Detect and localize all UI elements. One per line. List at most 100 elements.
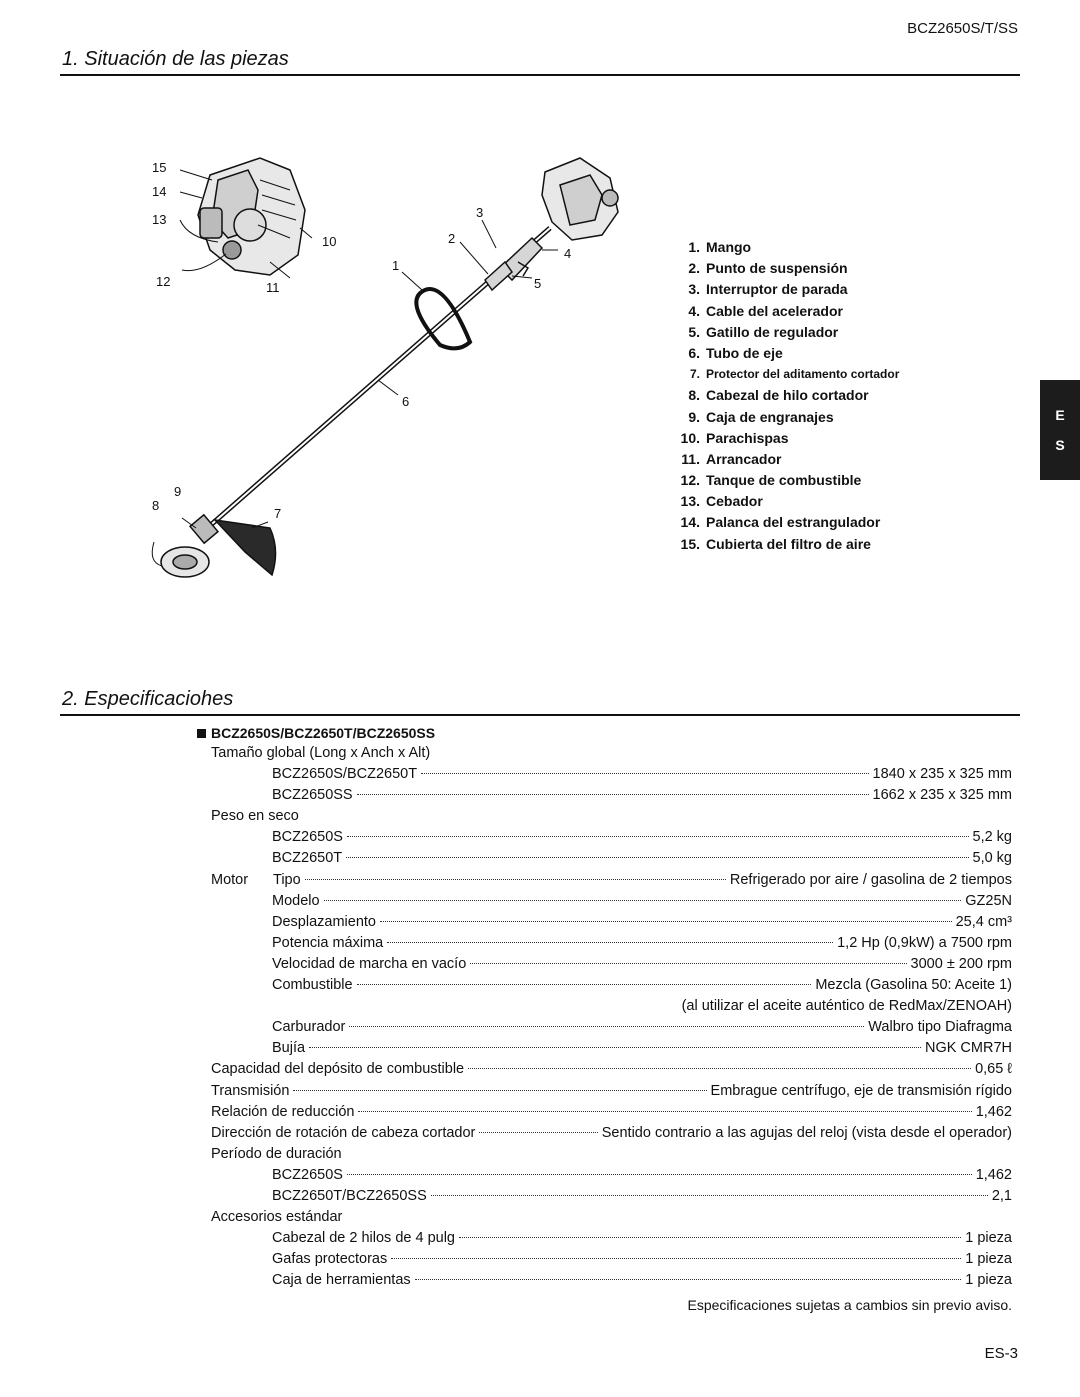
spec-label: Relación de reducción	[211, 1103, 355, 1120]
trimmer-illustration	[151, 157, 619, 578]
dot-leader	[346, 836, 969, 838]
callout-15: 15	[152, 160, 167, 175]
spec-label: Período de duración	[211, 1145, 342, 1162]
callout-5: 5	[534, 276, 542, 291]
dot-leader	[470, 962, 907, 964]
spec-label: Gafas protectoras	[272, 1251, 388, 1268]
spec-value: 1 pieza	[965, 1230, 1012, 1247]
spec-value: Embrague centrífugo, eje de transmisión …	[710, 1082, 1012, 1099]
spec-label: Caja de herramientas	[272, 1272, 411, 1289]
spec-value: 1,462	[975, 1103, 1012, 1120]
spec-row: Cabezal de 2 hilos de 4 pulg 1 pieza	[211, 1228, 1012, 1249]
dot-leader	[323, 899, 962, 901]
spec-label: Velocidad de marcha en vacío	[272, 955, 467, 972]
spec-value: Walbro tipo Diafragma	[868, 1019, 1012, 1036]
section-title-specifications: 2. Especificaciohes	[62, 688, 234, 710]
spec-label: BCZ2650T	[272, 850, 343, 867]
dot-leader	[293, 1089, 707, 1091]
spec-value: Mezcla (Gasolina 50: Aceite 1)	[815, 977, 1012, 994]
parts-legend-item: 3.Interruptor de parada	[688, 281, 848, 298]
callout-8: 8	[152, 498, 160, 513]
spec-label: Peso en seco	[211, 808, 299, 825]
parts-legend-item: 11.Arrancador	[681, 450, 782, 467]
spec-value: 1,2 Hp (0,9kW) a 7500 rpm	[837, 934, 1012, 951]
callout-7: 7	[274, 506, 282, 521]
specifications-rows: Tamaño global (Long x Anch x Alt) BCZ2650…	[211, 743, 1012, 1291]
dot-leader	[346, 1173, 972, 1175]
section-title-parts-location: 1. Situación de las piezas	[62, 48, 289, 70]
callout-4: 4	[564, 246, 572, 261]
parts-legend-item: 7.Protector del aditamento cortador	[689, 367, 900, 382]
dot-leader	[421, 773, 869, 775]
engine-callout-leaders	[179, 169, 313, 279]
spec-label: Bujía	[272, 1040, 306, 1057]
spec-value: 2,1	[991, 1187, 1012, 1204]
section-rule	[60, 714, 1020, 716]
spec-row: BCZ2650T/BCZ2650SS 2,1	[211, 1186, 1012, 1207]
spec-value: 1840 x 235 x 325 mm	[872, 766, 1012, 783]
throttle-handle-drawing	[484, 236, 544, 292]
side-tab-letter: E	[1055, 407, 1065, 423]
spec-value: GZ25N	[965, 892, 1012, 909]
spec-row: Carburador Walbro tipo Diafragma	[211, 1017, 1012, 1038]
spec-value: 5,2 kg	[972, 829, 1013, 846]
spec-label: BCZ2650S/BCZ2650T	[272, 766, 418, 783]
spec-row: Accesorios estándar	[211, 1207, 1012, 1228]
parts-legend-item: 4.Cable del acelerador	[688, 302, 843, 319]
page-number: ES-3	[984, 1345, 1018, 1362]
parts-legend-item: 9.Caja de engranajes	[688, 408, 834, 425]
spec-row: Dirección de rotación de cabeza cortador…	[211, 1123, 1012, 1144]
spec-label: Carburador	[272, 1019, 346, 1036]
language-side-tab: E S	[1040, 380, 1080, 480]
bullet-square-icon	[197, 729, 206, 738]
spec-label: Combustible	[272, 977, 353, 994]
spec-row: Peso en seco	[211, 806, 1012, 827]
callout-1: 1	[392, 258, 400, 273]
spec-row: Transmisión Embrague centrífugo, eje de t…	[211, 1081, 1012, 1102]
spec-label: Capacidad del depósito de combustible	[211, 1061, 465, 1078]
callout-9: 9	[174, 484, 182, 499]
spec-value: 1 pieza	[965, 1272, 1012, 1289]
trimmer-parts-diagram: 15 14 13 12 11 10 1 2 3 4 5 6 7 8 9	[140, 150, 630, 600]
spec-label: Dirección de rotación de cabeza cortador	[211, 1124, 476, 1141]
parts-legend-item: 8.Cabezal de hilo cortador	[688, 387, 869, 404]
spec-value: 1,462	[975, 1166, 1012, 1183]
parts-legend-item: 14.Palanca del estrangulador	[680, 514, 881, 531]
spec-row: Combustible Mezcla (Gasolina 50: Aceite 1…	[211, 975, 1012, 996]
spec-value: 3000 ± 200 rpm	[910, 955, 1012, 972]
parts-legend-item: 13.Cebador	[680, 493, 763, 510]
spec-label: BCZ2650T/BCZ2650SS	[272, 1187, 427, 1204]
trimmer-engine-drawing	[541, 157, 619, 241]
callout-3: 3	[476, 205, 484, 220]
spec-row: Tamaño global (Long x Anch x Alt)	[211, 743, 1012, 764]
side-tab-letter: S	[1055, 437, 1065, 453]
dot-leader	[309, 1047, 921, 1049]
dot-leader	[459, 1237, 962, 1239]
dot-leader	[479, 1131, 598, 1133]
spec-label: Transmisión	[211, 1082, 290, 1099]
callout-6: 6	[402, 394, 410, 409]
dot-leader	[387, 941, 834, 943]
spec-label: Cabezal de 2 hilos de 4 pulg	[272, 1230, 455, 1247]
callout-2: 2	[448, 231, 456, 246]
spec-group-label: Motor	[211, 871, 249, 888]
spec-label: Tamaño global (Long x Anch x Alt)	[211, 745, 431, 761]
dot-leader	[349, 1026, 865, 1028]
spec-label: BCZ2650SS	[272, 787, 353, 804]
dot-leader	[346, 857, 969, 859]
specifications-heading: BCZ2650S/BCZ2650T/BCZ2650SS	[197, 723, 1012, 743]
callout-14: 14	[152, 184, 167, 199]
spec-value: 25,4 cm³	[955, 913, 1012, 930]
parts-legend-item: 12.Tanque de combustible	[680, 472, 862, 489]
dot-leader	[430, 1194, 988, 1196]
parts-legend-item: 10.Parachispas	[680, 429, 789, 446]
spec-row: Caja de herramientas 1 pieza	[211, 1270, 1012, 1291]
spec-label: Tipo	[273, 871, 301, 888]
